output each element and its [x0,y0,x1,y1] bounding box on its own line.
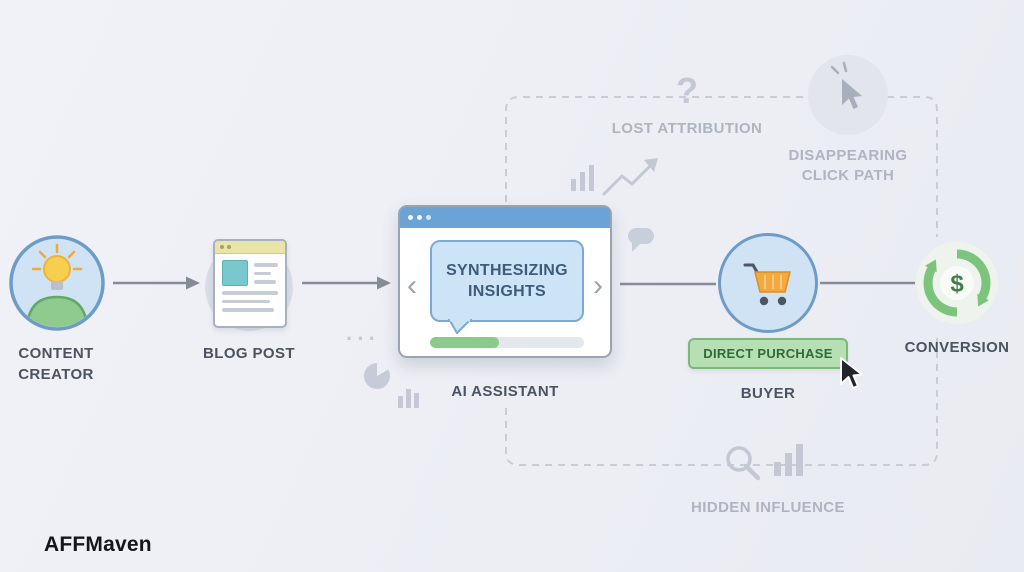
text-line [254,263,278,267]
window-control-dot [426,215,431,220]
dashed-path-top [505,96,938,237]
text-line [222,299,270,303]
ai-assistant-window: ‹ › SYNTHESIZING INSIGHTS [398,205,612,358]
arrow-blog-to-assistant [302,276,391,290]
hidden-influence-label: HIDDEN INFLUENCE [691,499,845,516]
assistant-progress-bar [430,337,584,348]
disappearing-click-label-line1: DISAPPEARING [788,147,908,164]
speech-bubble-icon [628,228,654,252]
doc-header-dot [220,245,224,249]
text-line [222,291,278,295]
assistant-progress-fill [430,337,500,348]
content-creator-icon [9,235,105,331]
lightbulb-icon [31,243,83,290]
conversion-label: CONVERSION [904,339,1010,356]
speech-tail [448,319,472,334]
pie-chart-icon [364,362,390,389]
blog-doc-body [215,254,285,312]
window-title-bar [400,207,610,228]
window-control-dot [408,215,413,220]
blog-text-lines [254,260,278,286]
dashed-path-bottom [505,333,938,466]
content-creator-label: CONTENT CREATOR [18,343,94,385]
trend-arrow-icon [602,158,658,196]
cursor-icon [840,357,863,389]
assistant-status-line1: SYNTHESIZING [446,262,568,279]
ai-assistant-label: AI ASSISTANT [451,383,559,400]
blog-doc-header [215,241,285,254]
small-bar-chart-icon [398,389,419,408]
disappearing-click-icon [808,55,888,135]
conversion-currency: $ [950,271,964,298]
content-creator-label-line2: CREATOR [18,366,94,383]
cycle-arrows-icon [923,249,991,317]
lost-attribution-label: LOST ATTRIBUTION [611,120,763,137]
blog-post-icon [213,239,287,328]
watermark: AFFMaven [44,533,152,556]
text-line [254,280,277,284]
influence-bars-icon [774,444,803,476]
chevron-left-icon: ‹ [407,269,417,302]
assistant-status-box: SYNTHESIZING INSIGHTS [430,240,584,322]
buyer-node [718,233,818,333]
text-line [254,271,271,275]
shopping-cart-icon [743,263,791,306]
disappearing-click-label-line2: CLICK PATH [801,167,895,184]
bar-chart-icon [571,165,594,191]
disappearing-click-label: DISAPPEARING CLICK PATH [789,146,908,186]
buyer-label: BUYER [740,385,796,402]
direct-purchase-button: DIRECT PURCHASE [688,338,848,369]
arrow-creator-to-blog [113,276,200,290]
magnifier-icon [726,446,761,481]
blog-doc-row [222,260,278,286]
conversion-icon: $ [916,242,998,324]
text-line [222,308,274,312]
assistant-status-line2: INSIGHTS [468,283,546,300]
question-mark-icon: ? [676,70,698,111]
ellipsis-icon: ··· [346,326,380,351]
ghost-cursor-icon [830,61,862,109]
content-creator-label-line1: CONTENT [18,345,94,362]
chevron-right-icon: › [593,269,603,302]
blog-post-label: BLOG POST [203,345,295,362]
blog-thumbnail [222,260,248,286]
doc-header-dot [227,245,231,249]
window-control-dot [417,215,422,220]
